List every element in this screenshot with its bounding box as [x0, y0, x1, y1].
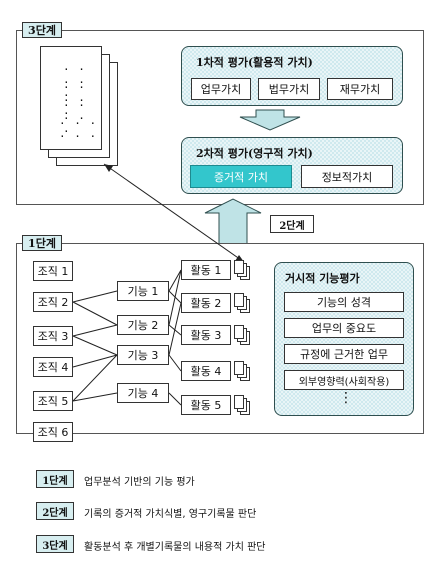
stage1-tab: 1단계: [22, 235, 62, 251]
step2-label: 2단계: [270, 215, 314, 233]
macro-evaluation-panel: 거시적 기능평가 기능의 성격 업무의 중요도 규정에 근거한 업무 외부영향력…: [274, 262, 414, 416]
activity-box: 활동 4: [181, 361, 231, 381]
macro-criterion-box: 외부영향력(사회작용): [284, 370, 404, 390]
function-box: 기능 3: [117, 345, 169, 365]
stacked-doc-front: · · · · · · · · · · · · · · · · · · · · …: [40, 46, 102, 150]
activity-box: 활동 1: [181, 260, 231, 280]
legend-text-stage2: 기록의 증거적 가치식별, 영구기록물 판단: [84, 509, 257, 520]
legend-tab-stage3: 3단계: [36, 535, 74, 553]
activity-box: 활동 5: [181, 395, 231, 415]
legend-text-stage1: 업무분석 기반의 기능 평가: [84, 477, 195, 488]
legend-tab-stage2: 2단계: [36, 502, 74, 520]
business-value-box: 업무가치: [191, 78, 251, 100]
financial-value-box: 재무가치: [327, 78, 393, 100]
primary-evaluation-panel: 1차적 평가(활용적 가치) 업무가치 법무가치 재무가치: [181, 46, 403, 106]
activity-box: 활동 3: [181, 325, 231, 345]
doc-dots-line: · · · · · ·: [59, 117, 98, 143]
activity-box: 활동 2: [181, 293, 231, 313]
evidential-value-box: 증거적 가치: [190, 165, 292, 188]
legal-value-box: 법무가치: [258, 78, 320, 100]
macro-criterion-box: 업무의 중요도: [284, 318, 404, 338]
function-box: 기능 4: [117, 383, 169, 403]
macro-evaluation-title: 거시적 기능평가: [285, 272, 360, 285]
doc-dots-line: · · · · ·: [63, 81, 86, 120]
secondary-evaluation-title: 2차적 평가(영구적 가치): [196, 147, 313, 160]
function-box: 기능 2: [117, 315, 169, 335]
org-box: 조직 3: [33, 326, 73, 346]
doc-dots-line: · · · · ·: [63, 99, 86, 138]
doc-dots-line: · · · · ·: [63, 63, 86, 102]
org-box: 조직 5: [33, 391, 73, 411]
org-box: 조직 6: [33, 422, 73, 442]
macro-criterion-box: 규정에 근거한 업무: [284, 344, 404, 364]
function-box: 기능 1: [117, 281, 169, 301]
org-box: 조직 2: [33, 292, 73, 312]
org-box: 조직 1: [33, 261, 73, 281]
more-criteria-ellipsis: ⋮: [339, 390, 353, 406]
primary-evaluation-title: 1차적 평가(활용적 가치): [196, 56, 313, 69]
legend-text-stage3: 활동분석 후 개별기록물의 내용적 가치 판단: [84, 542, 266, 553]
informational-value-box: 정보적가치: [301, 165, 393, 188]
secondary-evaluation-panel: 2차적 평가(영구적 가치) 증거적 가치 정보적가치: [181, 137, 403, 194]
legend-tab-stage1: 1단계: [36, 470, 74, 488]
stage3-tab: 3단계: [22, 22, 62, 38]
org-box: 조직 4: [33, 357, 73, 377]
macro-criterion-box: 기능의 성격: [284, 292, 404, 312]
